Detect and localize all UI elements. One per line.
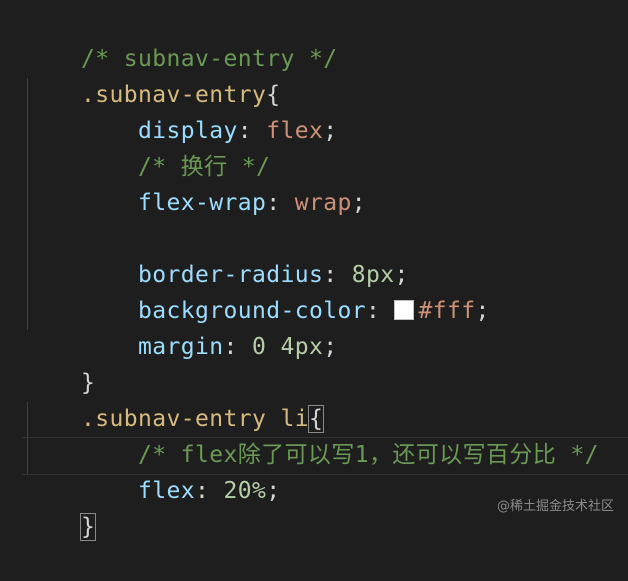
css-property: display <box>138 118 238 144</box>
open-brace: { <box>266 82 281 108</box>
code-editor[interactable]: /* subnav-entry */ .subnav-entry{ displa… <box>0 0 628 541</box>
code-comment: /* subnav-entry */ <box>81 46 338 72</box>
css-value: wrap <box>294 190 352 216</box>
semicolon: ; <box>323 118 338 144</box>
code-line-3[interactable]: display: flex; <box>24 77 337 144</box>
code-line-10[interactable]: } <box>24 329 95 396</box>
code-line-1[interactable]: /* subnav-entry */ <box>24 5 337 72</box>
colon: : <box>195 478 224 504</box>
code-line-13[interactable]: flex: 20%; <box>24 437 281 504</box>
code-line-8[interactable]: background-color: #fff; <box>24 257 490 324</box>
code-comment: /* 换行 */ <box>138 154 271 180</box>
semicolon: ; <box>351 190 366 216</box>
code-line-12[interactable]: /* flex除了可以写1，还可以写百分比 */ <box>24 401 599 468</box>
colon: : <box>365 298 395 324</box>
css-value: flex <box>266 118 324 144</box>
css-property: flex-wrap <box>138 190 267 216</box>
css-property: border-radius <box>138 262 324 288</box>
code-line-14[interactable]: } <box>24 473 97 541</box>
code-line-6[interactable] <box>24 185 81 221</box>
css-property: margin <box>138 334 224 360</box>
semicolon: ; <box>394 262 409 288</box>
watermark: @稀土掘金技术社区 <box>496 499 614 514</box>
color-swatch[interactable] <box>394 300 415 320</box>
colon: : <box>323 262 352 288</box>
semicolon: ; <box>475 298 490 324</box>
code-line-11[interactable]: .subnav-entry li{ <box>24 365 325 433</box>
semicolon: ; <box>266 478 281 504</box>
semicolon: ; <box>323 334 338 360</box>
colon: : <box>237 118 267 144</box>
current-line-highlight <box>22 437 628 475</box>
css-property: flex <box>138 478 195 504</box>
css-value: 8px <box>351 262 395 288</box>
indent-guide <box>27 402 28 474</box>
code-line-9[interactable]: margin: 0 4px; <box>24 293 337 360</box>
colon: : <box>266 190 295 216</box>
close-brace: } <box>79 513 97 541</box>
css-value: #fff <box>418 298 476 324</box>
open-brace: { <box>307 405 325 433</box>
colon: : <box>223 334 252 360</box>
indent-guide <box>27 78 28 330</box>
code-line-2[interactable]: .subnav-entry{ <box>24 41 280 108</box>
code-line-4[interactable]: /* 换行 */ <box>24 113 270 180</box>
css-selector: .subnav-entry li <box>81 406 309 432</box>
code-comment: /* flex除了可以写1，还可以写百分比 */ <box>138 442 599 468</box>
css-value: 20% <box>223 478 267 504</box>
code-line-7[interactable]: border-radius: 8px; <box>24 221 409 288</box>
css-property: background-color <box>138 298 366 324</box>
css-selector: .subnav-entry <box>81 82 267 108</box>
code-line-5[interactable]: flex-wrap: wrap; <box>24 149 366 216</box>
css-value: 0 4px <box>251 334 324 360</box>
close-brace: } <box>81 370 96 396</box>
